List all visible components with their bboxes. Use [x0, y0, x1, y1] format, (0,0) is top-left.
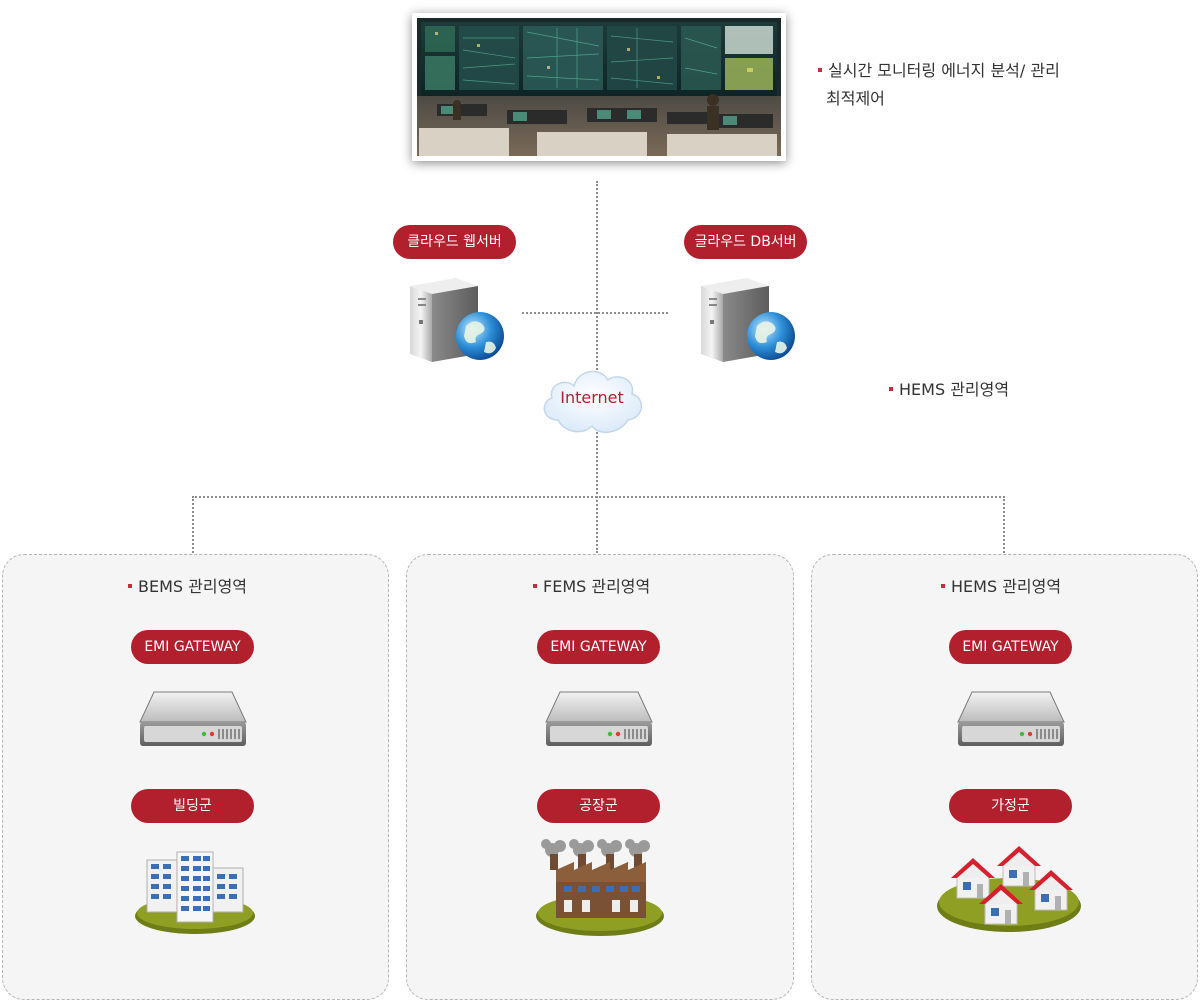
hems-gateway-label: EMI GATEWAY — [949, 630, 1072, 664]
region-fems-title-text: FEMS 관리영역 — [543, 577, 651, 596]
monitoring-line-1: 실시간 모니터링 에너지 분석/ 관리 — [818, 57, 1060, 85]
monitoring-line-2: 최적제어 — [826, 89, 885, 108]
cloud-icon — [543, 370, 642, 433]
connector-left-drop — [192, 496, 194, 553]
fems-group-label: 공장군 — [537, 789, 660, 823]
region-hems-title: HEMS 관리영역 — [941, 573, 1061, 601]
bullet-square-icon — [941, 583, 945, 588]
hems-gateway-device-icon — [956, 688, 1066, 754]
bems-gateway-label: EMI GATEWAY — [131, 630, 254, 664]
control-room-image — [417, 18, 781, 156]
fems-gateway-label: EMI GATEWAY — [537, 630, 660, 664]
monitoring-line-1-text: 실시간 모니터링 에너지 분석/ 관리 — [828, 61, 1060, 80]
internet-label: Internet — [560, 388, 624, 407]
bems-gateway-device-icon — [138, 688, 248, 754]
floating-hems-note: HEMS 관리영역 — [889, 376, 1009, 404]
bullet-square-icon — [889, 386, 893, 391]
db-server-icon — [693, 276, 797, 372]
region-bems-title-text: BEMS 관리영역 — [138, 577, 248, 596]
bullet-square-icon — [533, 583, 537, 588]
connector-vertical-main — [596, 181, 598, 553]
hems-group-label: 가정군 — [949, 789, 1072, 823]
factory-group-icon — [534, 838, 668, 948]
connector-server-link — [522, 312, 668, 314]
bullet-square-icon — [128, 583, 132, 588]
db-server-label: 글라우드 DB서버 — [684, 225, 807, 259]
fems-gateway-device-icon — [544, 688, 654, 754]
internet-cloud: Internet — [536, 356, 648, 440]
connector-right-drop — [1003, 496, 1005, 553]
web-server-label: 클라우드 웹서버 — [393, 225, 516, 259]
connector-horizontal-branch — [192, 496, 1005, 498]
building-group-icon — [133, 846, 259, 948]
monitoring-description: 실시간 모니터링 에너지 분석/ 관리 최적제어 — [818, 57, 1060, 113]
floating-hems-note-text: HEMS 관리영역 — [899, 380, 1010, 399]
region-fems-title: FEMS 관리영역 — [533, 573, 650, 601]
bems-group-label: 빌딩군 — [131, 789, 254, 823]
region-bems-title: BEMS 관리영역 — [128, 573, 247, 601]
region-hems-title-text: HEMS 관리영역 — [951, 577, 1062, 596]
bullet-square-icon — [818, 67, 822, 72]
web-server-icon — [402, 276, 506, 372]
control-room-photo — [412, 13, 786, 161]
house-group-icon — [937, 840, 1085, 942]
